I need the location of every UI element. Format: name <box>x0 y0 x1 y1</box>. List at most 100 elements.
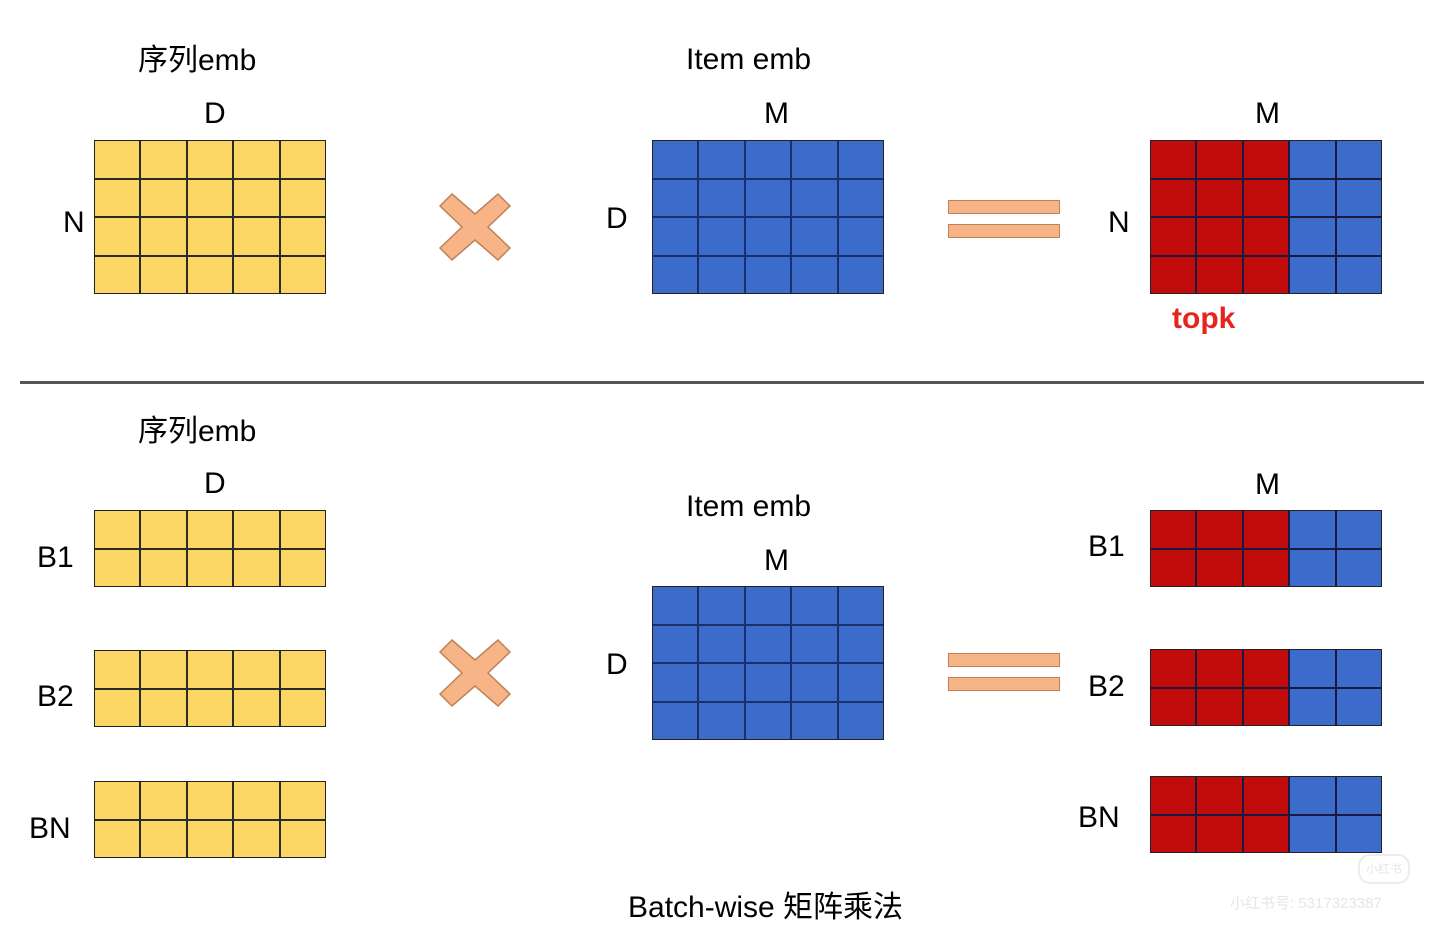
matrix-cell <box>1336 549 1381 586</box>
matrix-cell <box>838 702 883 739</box>
bottom-item-title: Item emb <box>686 490 812 523</box>
matrix-cell <box>234 179 279 216</box>
matrix-cell <box>1290 815 1335 852</box>
matrix-cell <box>95 179 140 216</box>
matrix-cell <box>745 587 791 624</box>
matrix-cell <box>653 179 698 216</box>
matrix-cell <box>234 256 279 293</box>
matrix-cell <box>699 179 744 216</box>
bottom-seq-dim-top: D <box>204 467 226 500</box>
matrix-cell <box>699 256 744 293</box>
bottom-batch-label-2: B2 <box>37 680 74 713</box>
matrix-cell <box>1243 815 1289 852</box>
matrix-cell <box>95 141 140 178</box>
top-seq-matrix <box>94 140 326 294</box>
matrix-cell <box>187 651 233 688</box>
matrix-cell <box>1243 256 1289 293</box>
matrix-cell <box>141 256 186 293</box>
watermark-text: 小红书号: 5317323387 <box>1230 895 1382 912</box>
bottom-batch-label-1: B1 <box>37 541 74 574</box>
matrix-cell <box>838 141 883 178</box>
matrix-cell <box>187 256 233 293</box>
top-item-matrix <box>652 140 884 294</box>
matrix-cell <box>745 702 791 739</box>
caption: Batch-wise 矩阵乘法 <box>628 891 904 924</box>
matrix-cell <box>653 664 698 701</box>
top-seq-title: 序列emb <box>138 44 257 77</box>
matrix-cell <box>95 218 140 255</box>
matrix-cell <box>792 625 837 662</box>
matrix-cell <box>234 549 279 586</box>
matrix-cell <box>1290 141 1335 178</box>
matrix-cell <box>1197 815 1242 852</box>
matrix-cell <box>1290 218 1335 255</box>
matrix-cell <box>1151 218 1196 255</box>
topk-label: topk <box>1172 302 1236 335</box>
matrix-cell <box>141 218 186 255</box>
matrix-cell <box>95 511 140 548</box>
matrix-cell <box>653 625 698 662</box>
matrix-cell <box>95 820 140 857</box>
bottom-seq-matrix-bn <box>94 781 326 858</box>
matrix-cell <box>1290 650 1335 687</box>
matrix-cell <box>234 511 279 548</box>
matrix-cell <box>792 256 837 293</box>
matrix-cell <box>187 511 233 548</box>
matrix-cell <box>838 218 883 255</box>
matrix-cell <box>1290 256 1335 293</box>
top-seq-dim-top: D <box>204 97 226 130</box>
matrix-cell <box>745 179 791 216</box>
matrix-cell <box>234 141 279 178</box>
matrix-cell <box>1197 650 1242 687</box>
matrix-cell <box>187 141 233 178</box>
matrix-cell <box>653 587 698 624</box>
matrix-cell <box>141 141 186 178</box>
matrix-cell <box>280 782 325 819</box>
equals-icon <box>948 653 1062 695</box>
matrix-cell <box>1151 688 1196 725</box>
matrix-cell <box>95 689 140 726</box>
matrix-cell <box>1197 688 1242 725</box>
matrix-cell <box>141 782 186 819</box>
matrix-cell <box>280 141 325 178</box>
matrix-cell <box>1336 777 1381 814</box>
matrix-cell <box>1290 688 1335 725</box>
top-item-dim-top: M <box>764 97 789 130</box>
matrix-cell <box>792 587 837 624</box>
matrix-cell <box>838 625 883 662</box>
bottom-result-batch-label-n: BN <box>1078 801 1120 834</box>
matrix-cell <box>745 256 791 293</box>
matrix-cell <box>1336 179 1381 216</box>
matrix-cell <box>745 625 791 662</box>
matrix-cell <box>792 141 837 178</box>
matrix-cell <box>280 511 325 548</box>
matrix-cell <box>141 179 186 216</box>
bottom-seq-title: 序列emb <box>138 415 257 448</box>
bottom-seq-matrix-b2 <box>94 650 326 727</box>
matrix-cell <box>838 179 883 216</box>
matrix-cell <box>745 218 791 255</box>
matrix-cell <box>95 782 140 819</box>
matrix-cell <box>653 702 698 739</box>
matrix-cell <box>280 651 325 688</box>
matrix-cell <box>1243 179 1289 216</box>
matrix-cell <box>141 549 186 586</box>
bottom-result-batch-label-1: B1 <box>1088 530 1125 563</box>
matrix-cell <box>792 702 837 739</box>
matrix-cell <box>1290 179 1335 216</box>
matrix-cell <box>1243 650 1289 687</box>
bottom-result-batch-label-2: B2 <box>1088 670 1125 703</box>
bottom-item-dim-top: M <box>764 544 789 577</box>
matrix-cell <box>1290 549 1335 586</box>
section-divider <box>20 381 1424 384</box>
bottom-result-matrix-bn <box>1150 776 1382 853</box>
matrix-cell <box>280 549 325 586</box>
matrix-cell <box>838 587 883 624</box>
matrix-cell <box>1336 511 1381 548</box>
matrix-cell <box>187 689 233 726</box>
matrix-cell <box>1243 688 1289 725</box>
matrix-cell <box>699 625 744 662</box>
matrix-cell <box>280 218 325 255</box>
matrix-cell <box>234 782 279 819</box>
multiply-icon <box>438 638 512 708</box>
